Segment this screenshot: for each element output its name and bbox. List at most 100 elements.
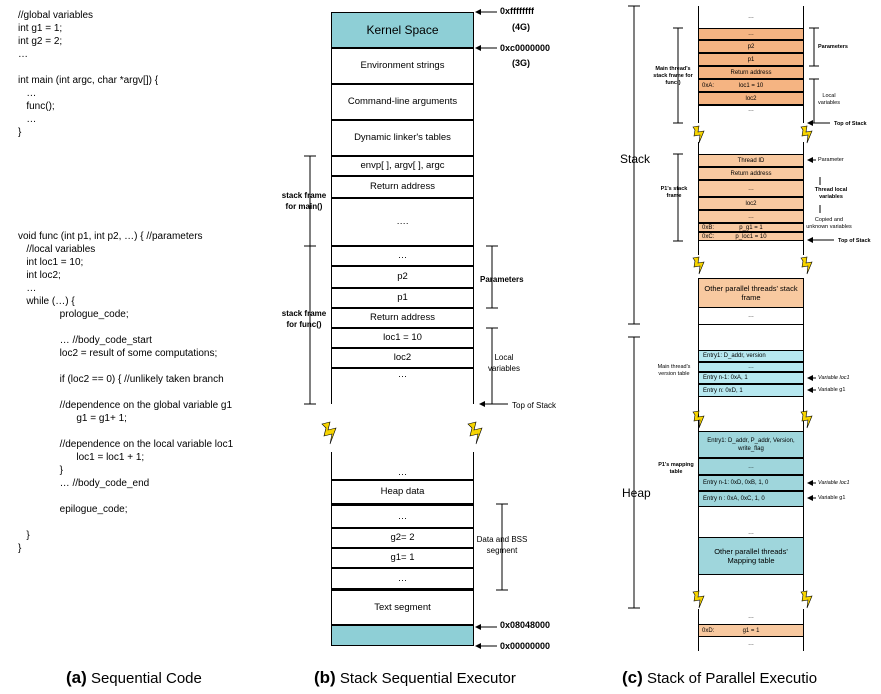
addr-text: 0x08048000 bbox=[500, 620, 551, 630]
ret-func: Return address bbox=[331, 308, 474, 328]
tos-label: Top of Stack bbox=[512, 401, 557, 410]
c1-loc1: 0xA:loc1 = 10 bbox=[698, 79, 804, 92]
loc2: loc2 bbox=[331, 348, 474, 368]
caption-c: (c) Stack of Parallel Executio bbox=[622, 668, 818, 687]
code-line: //dependence on the global variable g1 bbox=[18, 400, 233, 411]
c1-p2: p2 bbox=[698, 40, 804, 53]
code-line: while (…) { bbox=[18, 296, 75, 307]
c2-tid: Thread ID bbox=[698, 154, 804, 167]
cmd-args: Command-line arguments bbox=[331, 84, 474, 120]
code-line: … bbox=[18, 114, 37, 125]
c2-bottom bbox=[698, 241, 804, 255]
c1-dots: … bbox=[698, 28, 804, 40]
code-line: void func (int p1, int p2, …) { //parame… bbox=[18, 231, 203, 242]
code-line: loc1 = loc1 + 1; bbox=[18, 452, 145, 463]
c1-dots2: … bbox=[698, 105, 804, 123]
frame-main-label: stack frame for main() bbox=[281, 191, 327, 211]
ret-main: Return address bbox=[331, 176, 474, 198]
c-other-stack: Other parallel threads' stack frame bbox=[698, 278, 804, 308]
caption-a: (a) Sequential Code bbox=[66, 668, 202, 687]
c2-ret: Return address bbox=[698, 167, 804, 180]
var-loc1-a: Variable loc1 bbox=[818, 375, 850, 381]
c-m-entry1: Entry1: D_addr, P_addr, Version, write_f… bbox=[698, 431, 804, 458]
addr-3g: 0xc0000000 bbox=[500, 43, 551, 53]
code-line: int main (int argc, char *argv[]) { bbox=[18, 75, 159, 86]
var-loc1-b: Variable loc1 bbox=[818, 480, 850, 486]
code-line: int g1 = 1; bbox=[18, 23, 63, 34]
var-g1-b: Variable g1 bbox=[818, 495, 846, 501]
var-g1-a: Variable g1 bbox=[818, 387, 846, 393]
code-line: int g2 = 2; bbox=[18, 36, 63, 47]
c-thread-locals: Thread local variables bbox=[814, 187, 848, 200]
code-line: } bbox=[18, 543, 22, 554]
c2-loc2: loc2 bbox=[698, 197, 804, 210]
code-line: … bbox=[18, 88, 37, 99]
p2: p2 bbox=[331, 266, 474, 288]
c-bot-dots2: … bbox=[698, 637, 804, 651]
c-tos1: Top of Stack bbox=[834, 121, 867, 127]
code-line: … bbox=[18, 49, 28, 60]
params-label: Parameters bbox=[480, 275, 524, 284]
c1-p1: p1 bbox=[698, 53, 804, 66]
kernel-space: Kernel Space bbox=[331, 12, 474, 48]
code-line: … bbox=[18, 283, 37, 294]
heap-label: Heap bbox=[622, 486, 651, 500]
c-m-entryn1: Entry n-1: 0xD, 0xB, 1, 0 bbox=[698, 475, 804, 491]
code-line: //dependence on the local variable loc1 bbox=[18, 439, 234, 450]
c-h-dots: … bbox=[698, 362, 804, 372]
c2-top bbox=[698, 142, 804, 154]
loc1: loc1 = 10 bbox=[331, 328, 474, 348]
env-strings: Environment strings bbox=[331, 48, 474, 84]
label-3g: (3G) bbox=[512, 58, 530, 68]
c-m-dots: … bbox=[698, 458, 804, 475]
sequential-code: //global variables int g1 = 1; int g2 = 2;… bbox=[18, 9, 233, 555]
c-parameter: Parameter bbox=[818, 157, 844, 163]
code-line: } bbox=[18, 127, 22, 138]
bss-dots2: … bbox=[331, 568, 474, 590]
c-other-map: Other parallel threads' Mapping table bbox=[698, 537, 804, 575]
locals-label: Local variables bbox=[487, 353, 520, 373]
c2-dots2: … bbox=[698, 210, 804, 223]
code-line: func(); bbox=[18, 101, 55, 112]
c-locals: Local variables bbox=[817, 93, 840, 106]
dots-tos: … bbox=[331, 368, 474, 404]
p1-mapping-label: P1's mapping table bbox=[658, 462, 694, 475]
g2: g2= 2 bbox=[331, 528, 474, 548]
c2-b: 0xB:p_g1 = 1 bbox=[698, 223, 804, 232]
dots-func: … bbox=[331, 246, 474, 266]
addr-zero: 0x00000000 bbox=[500, 641, 551, 651]
code-line: int loc2; bbox=[18, 270, 61, 281]
label-4g: (4G) bbox=[512, 22, 530, 32]
code-line: … //body_code_start bbox=[18, 335, 152, 346]
c-h-entry1: Entry1: D_addr, version bbox=[698, 350, 804, 362]
code-line: int loc1 = 10; bbox=[18, 257, 84, 268]
g1: g1= 1 bbox=[331, 548, 474, 568]
text-segment: Text segment bbox=[331, 590, 474, 625]
frame-func-label: stack frame for func() bbox=[281, 309, 327, 329]
c-m-entryn: Entry n : 0xA, 0xC, 1, 0 bbox=[698, 491, 804, 507]
code-line: } bbox=[18, 530, 30, 541]
c-tos2: Top of Stack bbox=[838, 238, 871, 244]
code-line: if (loc2 == 0) { //unlikely taken branch bbox=[18, 374, 224, 385]
p1: p1 bbox=[331, 288, 474, 308]
code-line: … //body_code_end bbox=[18, 478, 150, 489]
c2-dots: … bbox=[698, 180, 804, 197]
code-line: //global variables bbox=[18, 10, 94, 21]
stack-label: Stack bbox=[620, 152, 651, 166]
c-bot-g1: 0xD:g1 = 1 bbox=[698, 624, 804, 637]
code-line: loc2 = result of some computations; bbox=[18, 348, 218, 359]
bss-dots: … bbox=[331, 504, 474, 528]
c-h-gap bbox=[698, 397, 804, 411]
bottom-region bbox=[331, 625, 474, 646]
c1-ret: Return address bbox=[698, 66, 804, 79]
heap-data: Heap data bbox=[331, 480, 474, 504]
main-frame-label: Main thread's stack frame for func() bbox=[653, 66, 693, 86]
main-version-label: Main thread's version table bbox=[657, 364, 691, 377]
addr-4g: 0xffffffff bbox=[500, 6, 534, 16]
envp: envp[ ], argv[ ], argc bbox=[331, 156, 474, 176]
code-line: prologue_code; bbox=[18, 309, 129, 320]
dots-heap: … bbox=[331, 452, 474, 480]
code-line: g1 = g1+ 1; bbox=[18, 413, 127, 424]
c-h-entryn: Entry n: 0xD, 1 bbox=[698, 384, 804, 397]
